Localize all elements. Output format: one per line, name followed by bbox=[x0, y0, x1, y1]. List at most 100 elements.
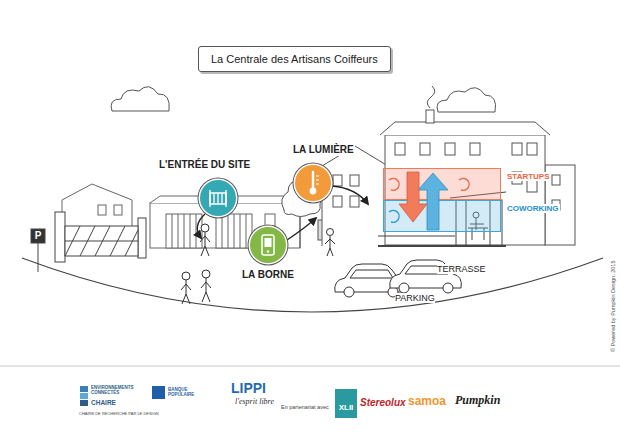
callout-arrow bbox=[332, 186, 368, 204]
diagram-title: La Centrale des Artisans Coiffeurs bbox=[211, 53, 378, 65]
window bbox=[350, 196, 359, 207]
person-head bbox=[201, 224, 209, 232]
gate-pillar bbox=[55, 212, 65, 262]
logos bbox=[80, 386, 357, 418]
person-body bbox=[181, 280, 191, 304]
zone-band: COWORKING bbox=[383, 200, 501, 232]
car-window bbox=[350, 270, 393, 278]
callout-icon-part bbox=[316, 176, 319, 184]
partner-note: En partenariat avec bbox=[281, 404, 329, 410]
person-head bbox=[182, 272, 190, 280]
logo-text: ENVIRONNEMENTS CONNECTÉS bbox=[91, 385, 135, 395]
callout-circle: LA LUMIÈRE bbox=[295, 165, 331, 201]
logo-mark bbox=[152, 386, 165, 399]
window bbox=[350, 175, 359, 186]
cycle-icon bbox=[389, 210, 399, 222]
logo-mark bbox=[80, 393, 88, 399]
callout-icon bbox=[200, 180, 236, 216]
parking-sign bbox=[31, 229, 45, 243]
logo-mark bbox=[80, 386, 88, 392]
cycle-icon bbox=[459, 178, 469, 190]
copyright-note: © Powered by Pumpkin Design, 2015 bbox=[610, 261, 616, 353]
callout-icon-part bbox=[265, 238, 272, 247]
person-head bbox=[202, 270, 210, 278]
logo-text: LIPPI bbox=[231, 380, 266, 396]
logo-text: samoa bbox=[408, 395, 446, 409]
chimney bbox=[426, 110, 434, 123]
logo-text: XLII bbox=[335, 403, 357, 412]
cycle-icon bbox=[389, 178, 399, 190]
callout-icon-part bbox=[262, 235, 274, 255]
person-body bbox=[200, 232, 210, 256]
footer-rule bbox=[0, 366, 620, 367]
gate-pillar bbox=[138, 218, 146, 258]
terrasse bbox=[378, 192, 506, 246]
car-wheel bbox=[399, 283, 409, 293]
area-label: TERRASSE bbox=[437, 264, 486, 274]
area-label: PARKING bbox=[395, 293, 435, 303]
window bbox=[527, 180, 537, 192]
car-wheel bbox=[443, 283, 453, 293]
up-arrow bbox=[418, 173, 448, 230]
window bbox=[265, 214, 275, 226]
logo-text: l'esprit libre bbox=[235, 397, 274, 406]
callout-heading: LA BORNE bbox=[241, 269, 295, 281]
callout-icon-part bbox=[312, 172, 314, 188]
window bbox=[552, 175, 560, 185]
parking-gate bbox=[31, 212, 146, 272]
logo-text: BANQUE POPULAIRE bbox=[168, 387, 212, 397]
logo-text: Pumpkin bbox=[455, 394, 500, 408]
window bbox=[333, 175, 342, 186]
window bbox=[420, 143, 430, 155]
cloud bbox=[437, 88, 496, 112]
car-wheel bbox=[344, 287, 354, 297]
gate-bars bbox=[172, 214, 246, 248]
callout-arrow bbox=[197, 214, 205, 238]
callout-heading: L'ENTRÉE DU SITE bbox=[158, 159, 251, 171]
logo-text: Stereolux bbox=[360, 397, 406, 409]
logo-text: CHAIRE DE RECHERCHE PAR LE DESIGN bbox=[79, 412, 159, 417]
down-arrow bbox=[399, 172, 427, 222]
people bbox=[181, 224, 335, 304]
callout-icon bbox=[295, 165, 331, 201]
parking-sign-letter: P bbox=[31, 230, 45, 242]
zone-label: STARTUPS bbox=[506, 172, 551, 181]
cloud bbox=[111, 87, 169, 111]
person-body bbox=[325, 236, 335, 256]
title-frame: La Centrale des Artisans Coiffeurs bbox=[198, 46, 391, 72]
callout-icon-part bbox=[310, 188, 317, 195]
sign-post bbox=[38, 242, 39, 272]
person-head bbox=[327, 229, 334, 236]
logo-mark bbox=[80, 400, 88, 406]
window bbox=[445, 143, 455, 155]
callout-circle: L'ENTRÉE DU SITE bbox=[200, 180, 236, 216]
callout-icon bbox=[250, 227, 286, 263]
callout-icon-part bbox=[210, 190, 226, 207]
right-buildings bbox=[322, 86, 575, 246]
side-house bbox=[322, 146, 388, 246]
callout-circle: LA BORNE bbox=[250, 227, 286, 263]
smoke bbox=[427, 86, 435, 108]
zone-band: STARTUPS bbox=[383, 168, 501, 200]
sliding-gate bbox=[65, 226, 138, 256]
window bbox=[527, 143, 537, 155]
clouds bbox=[111, 87, 496, 112]
callout-heading: LA LUMIÈRE bbox=[292, 144, 355, 156]
window bbox=[98, 205, 106, 215]
logo-text: CHAIRE bbox=[91, 399, 116, 406]
gate-bars bbox=[65, 226, 138, 256]
roof bbox=[380, 122, 550, 135]
window bbox=[470, 143, 480, 155]
window bbox=[114, 205, 122, 215]
window bbox=[395, 143, 405, 155]
cycle-icons bbox=[389, 178, 469, 222]
zone-label: COWORKING bbox=[506, 204, 560, 213]
person-body bbox=[201, 278, 211, 302]
ground-arc bbox=[22, 258, 603, 312]
callout-icon-part bbox=[267, 250, 270, 253]
logo-mark bbox=[335, 389, 357, 418]
terrasse-rail bbox=[378, 236, 455, 237]
window bbox=[333, 196, 342, 207]
window bbox=[512, 143, 522, 155]
